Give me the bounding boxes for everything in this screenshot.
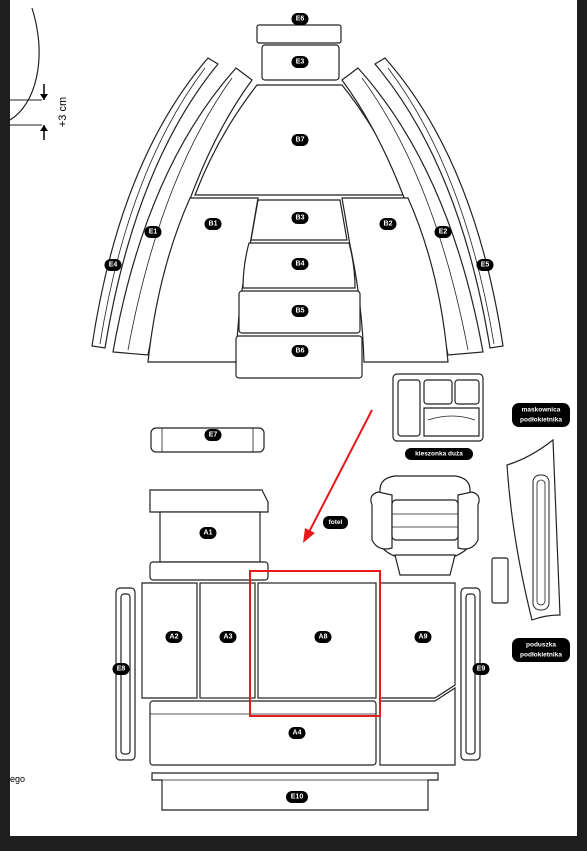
badge-e5-text: E5 [481,262,490,269]
badge-b2-text: B2 [384,221,393,228]
badge-e2-text: E2 [439,229,448,236]
badge-e8-text: E8 [117,666,126,673]
svg-text:maskownica: maskownica [522,407,561,414]
partial-caption: ego [10,774,25,784]
badge-a8-text: A8 [319,634,328,641]
badge-b4: B4 [291,258,309,270]
badge-b7-text: B7 [296,137,305,144]
badge-a2-text: A2 [170,634,179,641]
badge-e4: E4 [104,259,122,271]
badge-b1-text: B1 [209,221,218,228]
badge-e6: E6 [291,13,309,25]
badge-e10-text: E10 [291,794,304,801]
part-e5 [374,57,504,349]
svg-text:podłokietnika: podłokietnika [520,417,562,424]
badge-e9-text: E9 [477,666,486,673]
badge-b2: B2 [379,218,397,230]
badge-e3-text: E3 [296,59,305,66]
badge-e7: E7 [204,429,222,441]
badge-a9-text: A9 [419,634,428,641]
part-maskownica [506,438,561,621]
badge-e1: E1 [144,226,162,238]
badge-b6: B6 [291,345,309,357]
badge-a3: A3 [219,631,237,643]
part-e1 [112,67,253,356]
badge-b5: B5 [291,305,309,317]
badge-a3-text: A3 [224,634,233,641]
dimension-note: +3 cm [57,97,69,127]
label-maskownica: maskownica podłokietnika [512,403,570,427]
dimension-arc: +3 cm [10,7,69,140]
highlight-box [249,570,381,717]
seat-cover-diagram: +3 cm [10,7,570,811]
badge-a2: A2 [165,631,183,643]
part-poduszka-small [491,557,509,604]
badge-b5-text: B5 [296,308,305,315]
badge-e9: E9 [472,663,490,675]
diagram-page: +3 cm [10,0,577,836]
part-e4 [91,57,219,349]
label-kieszonka: kieszonka duża [405,448,473,460]
badge-a1-text: A1 [204,530,213,537]
badge-e1-text: E1 [149,229,158,236]
badge-e8: E8 [112,663,130,675]
svg-text:kieszonka duża: kieszonka duża [415,451,463,458]
armchair-icon [370,475,480,576]
part-a4 [149,700,377,766]
badge-e6-text: E6 [296,16,305,23]
badge-e5: E5 [476,259,494,271]
svg-text:podłokietnika: podłokietnika [520,652,562,659]
badge-a4-text: A4 [293,730,302,737]
badge-a8: A8 [314,631,332,643]
badge-b3-text: B3 [296,215,305,222]
badge-b1: B1 [204,218,222,230]
badge-a9: A9 [414,631,432,643]
label-poduszka: poduszka podłokietnika [512,638,570,662]
badge-a1: A1 [199,527,217,539]
badge-e4-text: E4 [109,262,118,269]
label-fotel: fotel [323,516,348,529]
badge-b4-text: B4 [296,261,305,268]
badge-a4: A4 [288,727,306,739]
badge-b6-text: B6 [296,348,305,355]
part-e6 [256,24,342,44]
part-a4-right [379,686,456,766]
svg-text:poduszka: poduszka [526,642,556,649]
badge-e2: E2 [434,226,452,238]
red-arrow-icon [303,409,373,543]
badge-b3: B3 [291,212,309,224]
part-e9 [460,587,481,761]
part-b2 [341,197,449,363]
badge-e7-text: E7 [209,432,218,439]
badge-e10: E10 [286,791,308,803]
badge-e3: E3 [291,56,309,68]
badge-b7: B7 [291,134,309,146]
svg-text:fotel: fotel [329,519,343,526]
part-kieszonka [392,373,484,442]
